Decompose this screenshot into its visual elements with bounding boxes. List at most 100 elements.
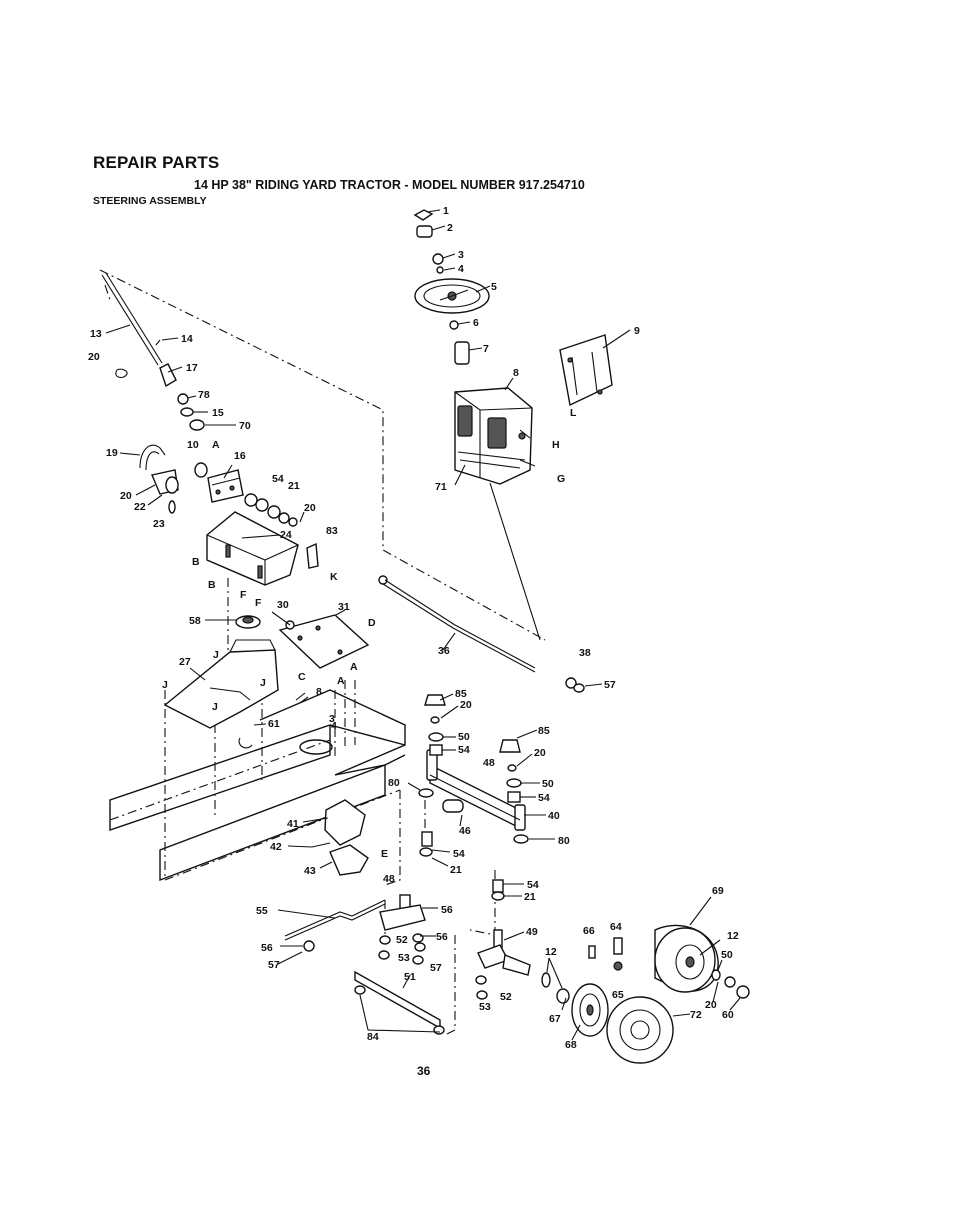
callout-50-c: 50 (721, 949, 733, 961)
steering-bracket-part (207, 469, 244, 503)
fastener-part (295, 692, 309, 704)
support-bracket-part (206, 511, 299, 586)
callout-48-b: 48 (383, 873, 395, 885)
gear-part (235, 615, 261, 629)
callout-68: 68 (565, 1039, 577, 1051)
callout-80-a: 80 (388, 777, 400, 789)
callout-20-c: 20 (304, 502, 316, 514)
callout-52-a: 52 (396, 934, 408, 946)
callout-J-3: J (162, 679, 168, 691)
callout-16: 16 (234, 450, 246, 462)
callout-2: 2 (447, 222, 453, 234)
callout-48-a: 48 (483, 757, 495, 769)
bracket-83-part (306, 542, 319, 569)
panel-bracket-part (559, 334, 613, 407)
callout-56-a: 56 (441, 904, 453, 916)
steering-wheel-group (413, 209, 490, 365)
dash-console-part (454, 387, 533, 485)
callout-53-b: 53 (479, 1001, 491, 1013)
callout-61: 61 (268, 718, 280, 730)
tractor-frame-part (109, 689, 406, 882)
callout-51: 51 (404, 971, 416, 983)
pivot-bushing-parts (419, 831, 505, 901)
callout-A-2: A (337, 675, 345, 687)
callout-F-1: F (240, 589, 247, 601)
callout-A-3: A (350, 661, 358, 673)
callout-G: G (557, 473, 565, 485)
callout-12-b: 12 (727, 930, 739, 942)
callout-14: 14 (181, 333, 193, 345)
callout-J-1: J (213, 649, 219, 661)
page-number: 36 (417, 1064, 431, 1078)
callout-20-b: 20 (120, 490, 132, 502)
callout-85-b: 85 (538, 725, 550, 737)
model-subtitle: 14 HP 38" RIDING YARD TRACTOR - MODEL NU… (194, 178, 585, 192)
callout-71: 71 (435, 481, 447, 493)
steering-arm-part (139, 444, 208, 514)
callout-72: 72 (690, 1009, 702, 1021)
callout-23: 23 (153, 518, 165, 530)
section-label: STEERING ASSEMBLY (93, 195, 207, 207)
callout-54-e: 54 (527, 879, 539, 891)
callout-9: 9 (634, 325, 640, 337)
callout-42: 42 (270, 841, 282, 853)
washer-part (436, 266, 444, 274)
callout-54-c: 54 (538, 792, 550, 804)
washer-80b-part (513, 834, 529, 844)
steering-cap-insert (416, 225, 433, 238)
callout-55: 55 (256, 905, 268, 917)
floor-plate-part (163, 639, 279, 729)
callout-31: 31 (338, 601, 350, 613)
callout-53-a: 53 (398, 952, 410, 964)
callout-57-c: 57 (430, 962, 442, 974)
callout-B-1: B (192, 556, 200, 568)
drag-bar-part (354, 970, 445, 1035)
callout-21-c: 21 (524, 891, 536, 903)
clip-61-part (238, 737, 253, 749)
callout-22: 22 (134, 501, 146, 513)
steering-shaft-part (101, 272, 205, 431)
callout-54-a: 54 (272, 473, 284, 485)
callout-66: 66 (583, 925, 595, 937)
callout-E: E (381, 848, 388, 860)
callout-24: 24 (280, 529, 292, 541)
callout-69: 69 (712, 885, 724, 897)
callout-64: 64 (610, 921, 622, 933)
washer-stack (244, 493, 298, 527)
callout-46: 46 (459, 825, 471, 837)
callout-30: 30 (277, 599, 289, 611)
leader-lines (105, 209, 741, 1041)
callout-20-f: 20 (705, 999, 717, 1011)
callout-8-b: 8 (316, 686, 322, 698)
callout-8: 8 (513, 367, 519, 379)
callout-43: 43 (304, 865, 316, 877)
callout-85-a: 85 (455, 688, 467, 700)
hub-cap-part (711, 969, 750, 999)
callout-B-2: B (208, 579, 216, 591)
callout-54-d: 54 (453, 848, 465, 860)
mount-bracket-part (311, 799, 369, 876)
callout-41: 41 (287, 818, 299, 830)
page-title: REPAIR PARTS (93, 153, 220, 172)
callout-70: 70 (239, 420, 251, 432)
callout-40: 40 (548, 810, 560, 822)
steering-shaft-sleeve (454, 341, 470, 365)
tie-rod-part (284, 899, 386, 952)
callout-52-b: 52 (500, 991, 512, 1003)
callout-20-a: 20 (88, 351, 100, 363)
callout-A-1: A (212, 439, 220, 451)
callout-H: H (552, 439, 560, 451)
axle-cap-parts (424, 694, 522, 803)
callout-56-b: 56 (436, 931, 448, 943)
callout-3-b: 3 (329, 713, 335, 725)
callout-J-2: J (260, 677, 266, 689)
callout-L: L (570, 407, 577, 419)
clip-parts (115, 339, 161, 379)
callout-labels: 1 2 3 4 5 6 7 8 9 H G L 71 13 14 20 17 7… (88, 205, 739, 1051)
callout-20-d: 20 (460, 699, 472, 711)
nut-57-part (565, 677, 585, 693)
callout-K: K (330, 571, 338, 583)
callout-80-b: 80 (558, 835, 570, 847)
callout-1: 1 (443, 205, 449, 217)
